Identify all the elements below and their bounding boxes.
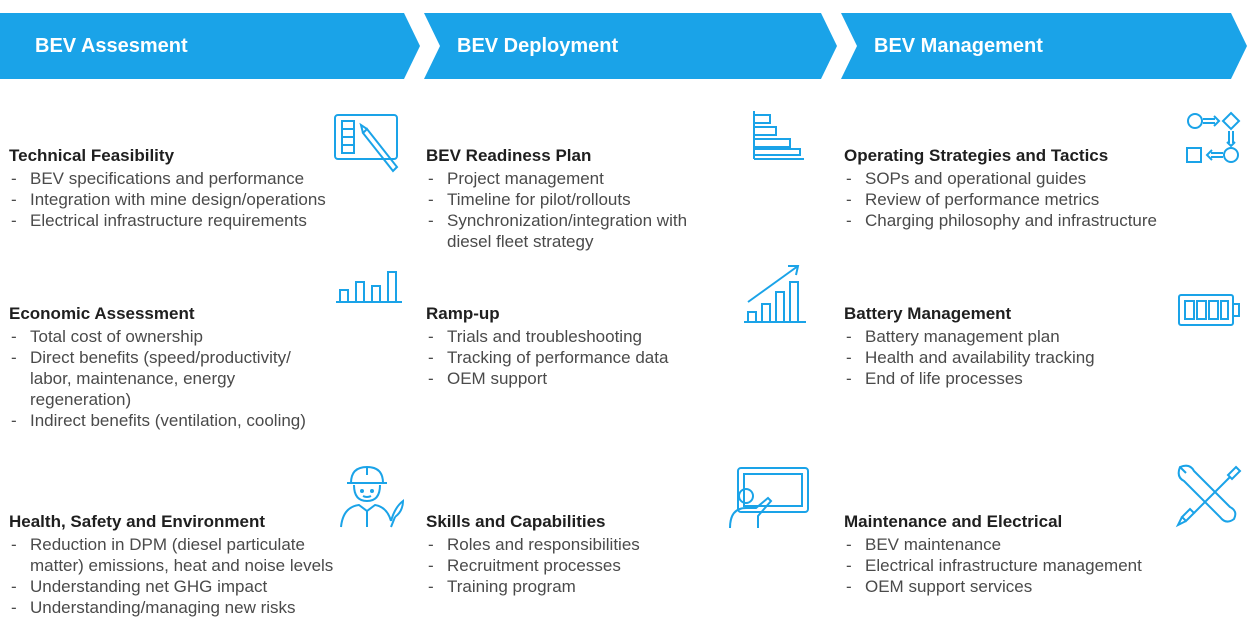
list-item: BEV specifications and performance — [9, 168, 326, 189]
list-item: Synchronization/integration with — [426, 210, 687, 231]
section-title: Health, Safety and Environment — [9, 512, 265, 531]
list-item: Trials and troubleshooting — [426, 326, 668, 347]
section-title: Technical Feasibility — [9, 146, 175, 165]
list-item: SOPs and operational guides — [844, 168, 1157, 189]
section-economic-assessment: Economic Assessment Total cost of owners… — [9, 304, 306, 431]
section-maintenance-electrical: Maintenance and Electrical BEV maintenan… — [844, 512, 1142, 597]
list-item: Electrical infrastructure management — [844, 555, 1142, 576]
list-item: OEM support — [426, 368, 668, 389]
list-item: Charging philosophy and infrastructure — [844, 210, 1157, 231]
phase-header-assessment: BEV Assesment — [0, 13, 420, 79]
list-item: labor, maintenance, energy — [30, 369, 236, 388]
bullet-list: Roles and responsibilities Recruitment p… — [426, 534, 640, 597]
section-battery-management: Battery Management Battery management pl… — [844, 304, 1095, 389]
wrench-screwdriver-icon — [1174, 463, 1244, 529]
list-item: Health and availability tracking — [844, 347, 1095, 368]
list-item: Direct benefits (speed/productivity/ — [9, 347, 306, 368]
list-item: Integration with mine design/operations — [9, 189, 326, 210]
list-item: Battery management plan — [844, 326, 1095, 347]
phase-title: BEV Management — [874, 34, 1043, 57]
section-operating-strategies: Operating Strategies and Tactics SOPs an… — [844, 146, 1157, 231]
list-item: matter) emissions, heat and noise levels — [30, 556, 334, 575]
bar-chart-icon — [336, 270, 402, 304]
list-item: Total cost of ownership — [9, 326, 306, 347]
section-title: Maintenance and Electrical — [844, 512, 1063, 531]
bullet-list: Reduction in DPM (diesel particulate mat… — [9, 534, 333, 618]
section-title: Economic Assessment — [9, 304, 195, 323]
section-technical-feasibility: Technical Feasibility BEV specifications… — [9, 146, 326, 231]
bullet-list: Project management Timeline for pilot/ro… — [426, 168, 687, 252]
list-item: BEV maintenance — [844, 534, 1142, 555]
growth-chart-icon — [744, 262, 806, 324]
process-flow-icon — [1185, 111, 1243, 167]
section-ramp-up: Ramp-up Trials and troubleshooting Track… — [426, 304, 668, 389]
section-skills-capabilities: Skills and Capabilities Roles and respon… — [426, 512, 640, 597]
phase-header-management: BEV Management — [841, 13, 1247, 79]
list-item: Training program — [426, 576, 640, 597]
bullet-list: BEV specifications and performance Integ… — [9, 168, 326, 231]
section-health-safety-environment: Health, Safety and Environment Reduction… — [9, 512, 333, 618]
worker-leaf-icon — [337, 463, 407, 529]
list-item: OEM support services — [844, 576, 1142, 597]
presenter-board-icon — [728, 466, 810, 530]
section-title: Ramp-up — [426, 304, 500, 323]
list-item: Indirect benefits (ventilation, cooling) — [9, 410, 306, 431]
phase-title: BEV Deployment — [457, 34, 619, 57]
section-title: Battery Management — [844, 304, 1012, 323]
list-item: Understanding/managing new risks — [9, 597, 333, 618]
tablet-pen-icon — [333, 113, 401, 179]
list-item: Timeline for pilot/rollouts — [426, 189, 687, 210]
list-item: Electrical infrastructure requirements — [9, 210, 326, 231]
list-item: Tracking of performance data — [426, 347, 668, 368]
list-item: End of life processes — [844, 368, 1095, 389]
phase-title: BEV Assesment — [35, 34, 188, 57]
list-item: Review of performance metrics — [844, 189, 1157, 210]
bullet-list: Trials and troubleshooting Tracking of p… — [426, 326, 668, 389]
bullet-list: Battery management plan Health and avail… — [844, 326, 1095, 389]
list-item: Recruitment processes — [426, 555, 640, 576]
list-item: Project management — [426, 168, 687, 189]
section-title: BEV Readiness Plan — [426, 146, 592, 165]
bullet-list: SOPs and operational guides Review of pe… — [844, 168, 1157, 231]
list-item: Understanding net GHG impact — [9, 576, 333, 597]
list-item: Roles and responsibilities — [426, 534, 640, 555]
list-item: diesel fleet strategy — [447, 232, 594, 251]
section-title: Skills and Capabilities — [426, 512, 606, 531]
bullet-list: BEV maintenance Electrical infrastructur… — [844, 534, 1142, 597]
list-item: regeneration) — [30, 390, 132, 409]
gantt-chart-icon — [752, 111, 804, 161]
battery-icon — [1177, 293, 1243, 327]
list-item: Reduction in DPM (diesel particulate — [9, 534, 333, 555]
phase-header-deployment: BEV Deployment — [424, 13, 837, 79]
section-title: Operating Strategies and Tactics — [844, 146, 1109, 165]
section-bev-readiness-plan: BEV Readiness Plan Project management Ti… — [426, 146, 687, 252]
bullet-list: Total cost of ownership Direct benefits … — [9, 326, 306, 431]
